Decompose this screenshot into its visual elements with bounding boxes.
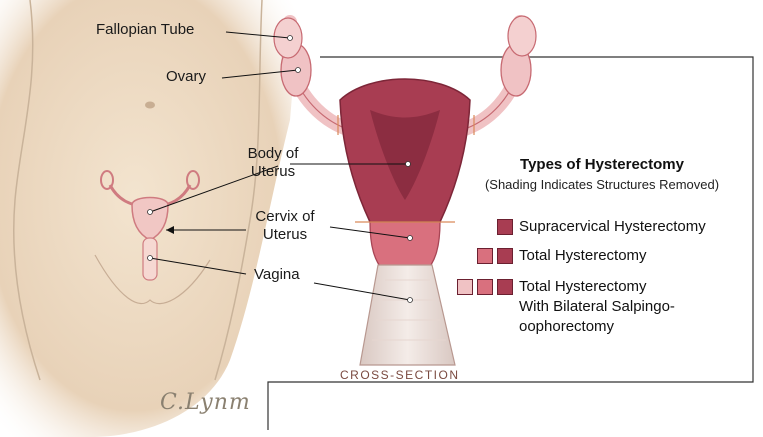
label-body-of-uterus: Body of Uterus — [238, 145, 308, 181]
navel — [145, 102, 155, 109]
cross-section-label: CROSS-SECTION — [340, 368, 460, 382]
legend-item-total: Total Hysterectomy — [519, 246, 647, 266]
legend-swatch-cervix — [477, 248, 493, 264]
label-vagina: Vagina — [254, 266, 300, 284]
label-body-of-uterus-line2: Uterus — [238, 163, 308, 181]
legend-swatch-uterus — [497, 279, 513, 295]
label-cervix-of-uterus: Cervix of Uterus — [240, 208, 330, 244]
label-fallopian-tube: Fallopian Tube — [96, 21, 194, 39]
artist-signature: C.Lynm — [160, 390, 251, 415]
label-ovary: Ovary — [166, 68, 206, 86]
legend-swatch-uterus — [497, 248, 513, 264]
legend-swatch-tubes-ovaries — [457, 279, 473, 295]
legend-title: Types of Hysterectomy — [452, 156, 752, 173]
legend-item-total-bso-line1: Total Hysterectomy — [519, 277, 675, 297]
legend-item-total-bso-line3: oophorectomy — [519, 317, 675, 337]
label-cervix-line1: Cervix of — [240, 208, 330, 226]
legend-item-total-bso-line2: With Bilateral Salpingo- — [519, 297, 675, 317]
legend-subtitle: (Shading Indicates Structures Removed) — [452, 177, 752, 192]
legend-item-total-bso: Total Hysterectomy With Bilateral Salpin… — [519, 277, 675, 337]
legend-swatch-cervix — [477, 279, 493, 295]
legend-item-supracervical: Supracervical Hysterectomy — [519, 217, 706, 237]
label-cervix-line2: Uterus — [240, 226, 330, 244]
label-body-of-uterus-line1: Body of — [238, 145, 308, 163]
legend-swatch-uterus — [497, 219, 513, 235]
